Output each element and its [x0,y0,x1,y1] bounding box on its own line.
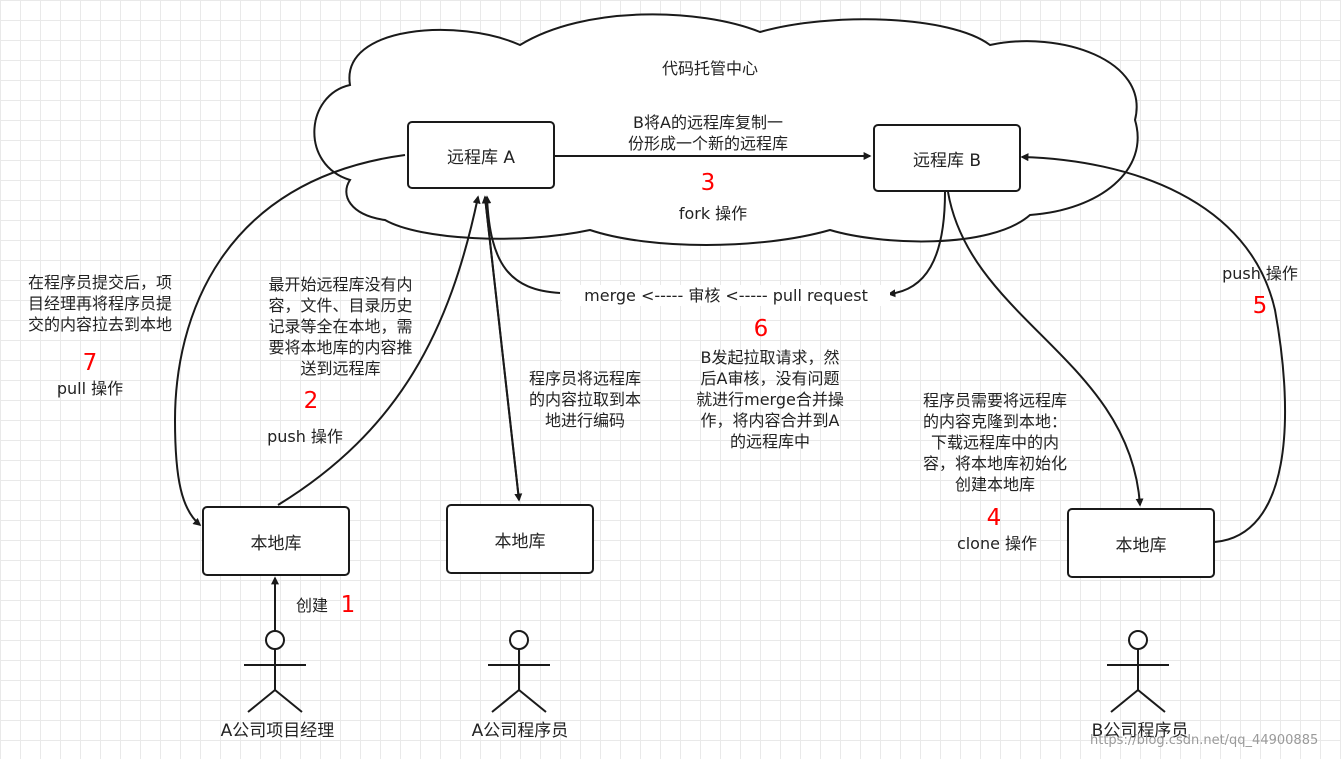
local-repo-pm: 本地库 [202,506,350,576]
pull-request-flow-label: merge <----- 审核 <----- pull request [562,285,890,306]
step-number-3: 3 [700,170,716,196]
local-repo-b-dev: 本地库 [1067,508,1215,578]
remote-repo-b: 远程库 B [873,124,1021,192]
watermark: https://blog.csdn.net/qq_44900885 [1090,733,1319,748]
local-repo-a-dev: 本地库 [446,504,594,574]
push-op-label-2: push 操作 [267,427,343,446]
pull-arrow-7 [173,154,406,527]
pull-description: 在程序员提交后，项目经理再将程序员提交的内容拉去到本地 [27,273,172,334]
push-arrow-2 [277,195,481,506]
push-arrow-5 [1020,153,1286,543]
push-op-label-5: push 操作 [1222,264,1298,283]
pm-actor-icon [244,630,306,713]
pm-actor-label: A公司项目经理 [220,721,335,741]
pull-request-arrow [887,191,946,298]
clone-arrow [947,191,1144,507]
a-dev-pull-description: 程序员将远程库的内容拉取到本地进行编码 [528,369,641,430]
clone-description: 程序员需要将远程库的内容克隆到本地：下载远程库中的内容，将本地库初始化创建本地库 [922,391,1067,494]
clone-op-label: clone 操作 [956,534,1038,553]
step-number-2: 2 [303,388,319,414]
remote-repo-a: 远程库 A [407,121,555,189]
fork-description: B将A的远程库复制一份形成一个新的远程库 [627,113,788,153]
b-dev-actor-icon [1107,630,1169,713]
dev-pull-arrow-down [484,196,523,502]
a-dev-actor-label: A公司程序员 [471,721,569,741]
merge-arrow [483,195,561,294]
fork-op-label: fork 操作 [678,204,748,223]
push-description: 最开始远程库没有内容，文件、目录历史记录等全在本地，需要将本地库的内容推送到远程… [268,275,413,378]
pull-op-label-7: pull 操作 [56,379,124,398]
cloud-title: 代码托管中心 [661,59,758,78]
a-dev-actor-icon [488,630,550,713]
step-number-4: 4 [986,505,1002,531]
b-dev-actor-label: B公司程序员 [1091,721,1189,741]
step-number-1: 1 [340,592,356,618]
create-label: 创建 [295,596,328,615]
step-number-7: 7 [82,350,98,376]
step-number-6: 6 [753,316,769,342]
step-number-5: 5 [1252,293,1268,319]
